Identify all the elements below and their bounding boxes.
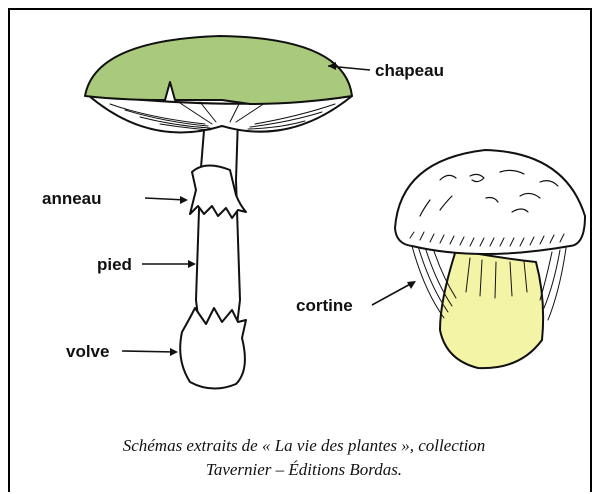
svg-text:chapeau: chapeau (375, 61, 444, 80)
stem-2 (440, 250, 543, 368)
stem (196, 118, 240, 325)
volve (180, 308, 246, 389)
cortinarius-mushroom (395, 150, 585, 368)
svg-text:pied: pied (97, 255, 132, 274)
svg-text:cortine: cortine (296, 296, 353, 315)
svg-text:anneau: anneau (42, 189, 102, 208)
label-pied: pied (97, 255, 196, 274)
cap-2 (395, 150, 585, 254)
cap (85, 36, 352, 104)
label-anneau: anneau (42, 189, 188, 208)
label-cortine: cortine (296, 281, 416, 315)
svg-text:volve: volve (66, 342, 109, 361)
amanita-mushroom (85, 36, 352, 389)
label-volve: volve (66, 342, 178, 361)
caption-line-2: Tavernier – Éditions Bordas. (0, 458, 608, 482)
caption-line-1: Schémas extraits de « La vie des plantes… (0, 434, 608, 458)
